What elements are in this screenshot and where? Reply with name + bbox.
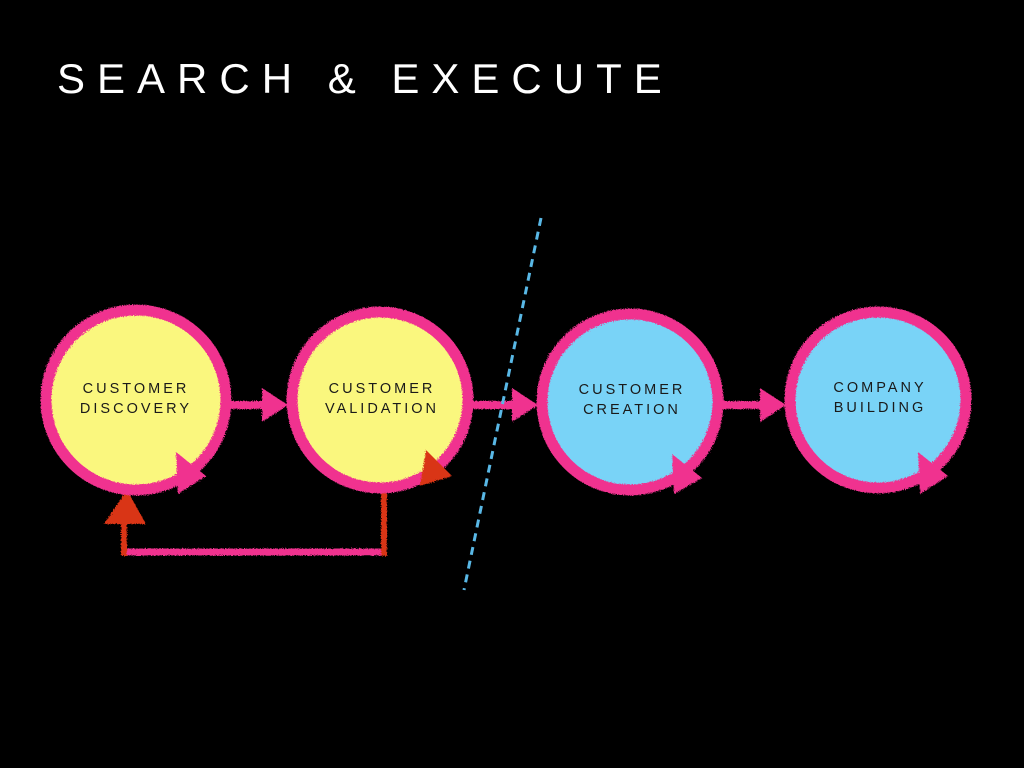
stage-label-line2: VALIDATION	[325, 401, 439, 417]
connector-arrowhead-2	[512, 388, 538, 422]
circle-arrowhead-icon	[918, 452, 948, 494]
slide-title: SEARCH & EXECUTE	[57, 55, 674, 102]
stage-label-line2: BUILDING	[834, 400, 927, 416]
stage-label-line1: CUSTOMER	[579, 382, 686, 398]
loop-arrowhead-icon	[104, 490, 146, 524]
stage-company-building: COMPANY BUILDING	[784, 306, 972, 494]
stage-customer-discovery: CUSTOMER DISCOVERY	[40, 304, 232, 496]
stage-label-line1: CUSTOMER	[83, 381, 190, 397]
stage-label-line1: CUSTOMER	[329, 381, 436, 397]
stage-circle	[536, 308, 724, 496]
circle-arrowhead-icon	[672, 454, 702, 494]
loop-line-red	[121, 492, 387, 556]
circle-arrowhead-icon	[420, 450, 452, 486]
stage-label-line2: CREATION	[583, 402, 681, 418]
feedback-loop	[104, 490, 387, 556]
stage-label-line2: DISCOVERY	[80, 401, 192, 417]
stage-circle	[286, 306, 474, 494]
stage-circle	[784, 306, 972, 494]
stage-customer-creation: CUSTOMER CREATION	[536, 308, 724, 496]
search-execute-divider	[462, 217, 543, 591]
circle-arrowhead-icon	[176, 452, 206, 494]
stage-customer-validation: CUSTOMER VALIDATION	[286, 306, 474, 494]
stage-circle	[40, 304, 232, 496]
stage-connectors	[228, 388, 786, 422]
stage-label-line1: COMPANY	[833, 380, 926, 396]
connector-arrowhead-3	[760, 388, 786, 422]
connector-arrowhead-1	[262, 388, 288, 422]
